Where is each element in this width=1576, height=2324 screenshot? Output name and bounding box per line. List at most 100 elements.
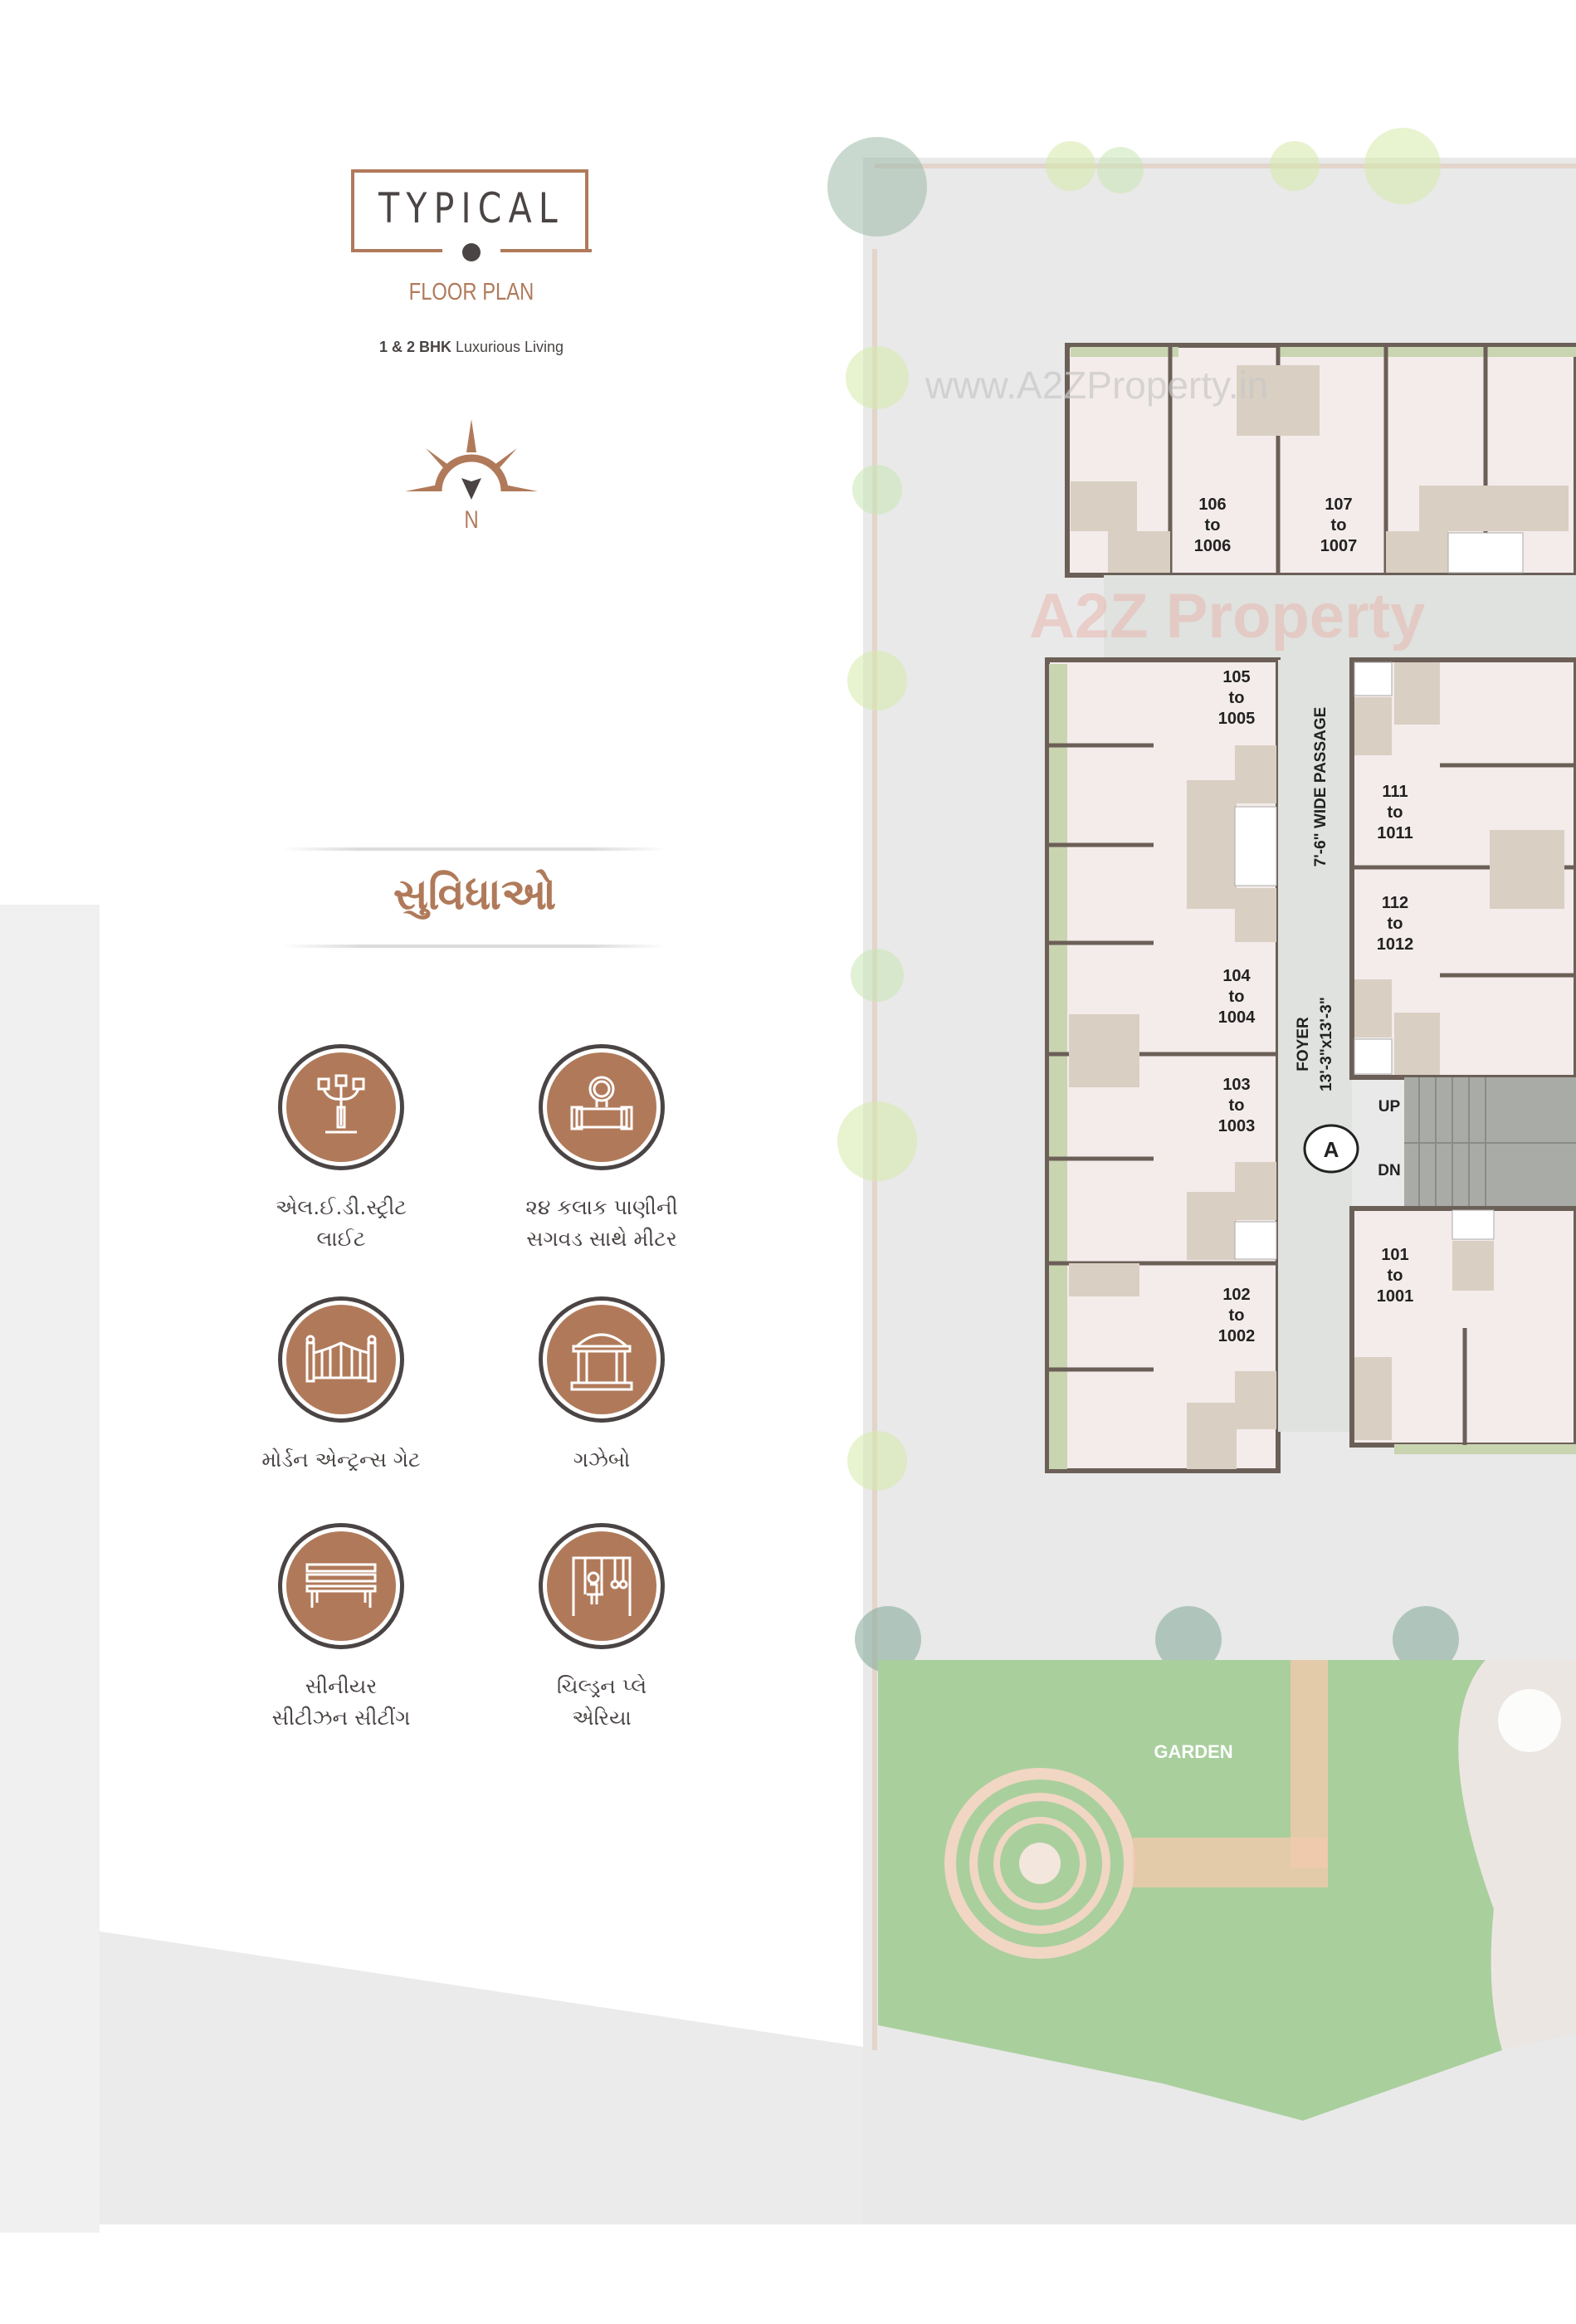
- amenity-label: ગઝેબો: [573, 1448, 631, 1472]
- foyer-size: 13'-3"x13'-3": [1318, 997, 1335, 1091]
- svg-text:105: 105: [1222, 668, 1250, 686]
- unit-label: 112 to 1012: [1377, 894, 1414, 954]
- tree-icon: [847, 651, 907, 710]
- title-dot: [462, 243, 481, 261]
- amenity-water-meter: ૨૪ કલાક પાણીની સગવડ સાથે મીટર: [477, 1044, 726, 1255]
- amenity-badge: [539, 1523, 665, 1649]
- svg-text:1005: 1005: [1218, 710, 1256, 728]
- bench-icon: [305, 1563, 377, 1608]
- svg-text:102: 102: [1222, 1286, 1250, 1304]
- amenities-divider-bottom: [282, 945, 667, 948]
- garden-area: GARDEN: [878, 1660, 1576, 2121]
- amenity-bench: સીનીયર સીટીઝન સીટીંગ: [217, 1523, 466, 1734]
- tree-icon: [1364, 128, 1441, 204]
- svg-text:1003: 1003: [1218, 1117, 1256, 1135]
- svg-text:to: to: [1229, 1306, 1245, 1325]
- amenity-gazebo: ગઝેબો: [477, 1296, 726, 1476]
- watermark-url: www.A2ZProperty.in: [925, 364, 1268, 407]
- amenity-label: ચિલ્ડ્રન પ્લે એરિયા: [556, 1674, 647, 1730]
- entrance-gate-icon: [305, 1335, 377, 1383]
- amenity-label: ૨૪ કલાક પાણીની સગવડ સાથે મીટર: [525, 1195, 678, 1251]
- svg-text:101: 101: [1381, 1246, 1408, 1264]
- amenity-badge: [278, 1523, 404, 1649]
- amenity-street-light: એલ.ઈ.ડી.સ્ટ્રીટ લાઈટ: [217, 1044, 466, 1255]
- tree-icon: [855, 1606, 921, 1672]
- svg-text:to: to: [1229, 1096, 1245, 1115]
- svg-text:1011: 1011: [1377, 824, 1413, 842]
- garden-label: GARDEN: [1154, 1741, 1232, 1762]
- street-light-icon: [317, 1074, 365, 1134]
- svg-text:to: to: [1388, 915, 1403, 933]
- tree-icon: [1097, 147, 1144, 193]
- amenity-badge: [539, 1044, 665, 1170]
- page-title: TYPICAL: [378, 184, 564, 232]
- amenity-label: સીનીયર સીટીઝન સીટીંગ: [271, 1674, 411, 1730]
- stair-up-label: UP: [1378, 1098, 1401, 1116]
- svg-text:to: to: [1388, 1267, 1403, 1285]
- unit-label: 107 to 1007: [1320, 496, 1358, 555]
- swing-icon: [572, 1556, 632, 1616]
- amenities-divider-top: [282, 847, 667, 851]
- svg-text:106: 106: [1198, 496, 1226, 514]
- unit-label: 103 to 1003: [1218, 1076, 1256, 1135]
- svg-text:103: 103: [1222, 1076, 1250, 1094]
- tree-icon: [852, 465, 902, 515]
- tree-icon: [827, 137, 927, 237]
- unit-label: 101 to 1001: [1377, 1246, 1414, 1306]
- svg-text:111: 111: [1382, 783, 1408, 801]
- unit-label: 111 to 1011: [1377, 783, 1413, 842]
- svg-text:to: to: [1331, 516, 1347, 535]
- gazebo-icon: [570, 1333, 633, 1391]
- watermark-logo: A2Z Property: [1029, 581, 1425, 652]
- amenities-heading: સુવિધાઓ: [393, 870, 557, 920]
- water-meter-icon: [570, 1076, 633, 1130]
- tree-icon: [1270, 141, 1320, 191]
- amenity-entrance-gate: મોર્ડન એન્ટ્રન્સ ગેટ: [217, 1296, 466, 1476]
- svg-text:1006: 1006: [1194, 537, 1232, 555]
- compass-north-label: N: [464, 506, 479, 534]
- svg-text:1007: 1007: [1320, 537, 1358, 555]
- wing-marker: [1303, 1124, 1359, 1174]
- svg-text:to: to: [1229, 988, 1245, 1006]
- wing-label: A: [1324, 1137, 1339, 1162]
- svg-text:112: 112: [1382, 894, 1408, 912]
- tree-icon: [846, 346, 909, 409]
- unit-label: 102 to 1002: [1218, 1286, 1256, 1345]
- svg-text:1012: 1012: [1377, 935, 1414, 954]
- tagline: 1 & 2 BHK Luxurious Living: [332, 339, 611, 356]
- page-subtitle: FLOOR PLAN: [408, 279, 534, 305]
- title-frame: [351, 169, 588, 251]
- tagline-bold: 1 & 2 BHK: [378, 339, 451, 355]
- svg-text:to: to: [1229, 689, 1245, 707]
- compass-icon: [405, 419, 538, 500]
- passage-label: 7'-6" WIDE PASSAGE: [1312, 707, 1330, 867]
- trees: [827, 128, 1459, 1672]
- svg-text:1001: 1001: [1377, 1287, 1414, 1306]
- title-frame-divider: [500, 249, 592, 252]
- tree-icon: [837, 1101, 917, 1181]
- amenity-label: મોર્ડન એન્ટ્રન્સ ગેટ: [261, 1448, 421, 1472]
- stair-down-label: DN: [1378, 1162, 1400, 1179]
- svg-text:1002: 1002: [1218, 1327, 1256, 1345]
- amenity-badge: [278, 1296, 404, 1423]
- tree-icon: [847, 1431, 907, 1491]
- unit-label: 105 to 1005: [1218, 668, 1256, 728]
- tagline-rest: Luxurious Living: [451, 339, 564, 355]
- tree-icon: [1155, 1606, 1222, 1672]
- amenity-badge: [539, 1296, 665, 1423]
- svg-text:to: to: [1388, 803, 1403, 822]
- tree-icon: [1046, 141, 1095, 191]
- amenity-badge: [278, 1044, 404, 1170]
- amenity-play-area: ચિલ્ડ્રન પ્લે એરિયા: [477, 1523, 726, 1734]
- svg-text:1004: 1004: [1218, 1008, 1256, 1027]
- title-frame-divider: [351, 249, 442, 252]
- amenity-label: એલ.ઈ.ડી.સ્ટ્રીટ લાઈટ: [276, 1195, 407, 1251]
- tree-icon: [851, 949, 904, 1002]
- building: [1045, 343, 1576, 1473]
- svg-text:107: 107: [1325, 496, 1352, 514]
- foyer-label: FOYER: [1295, 1017, 1312, 1072]
